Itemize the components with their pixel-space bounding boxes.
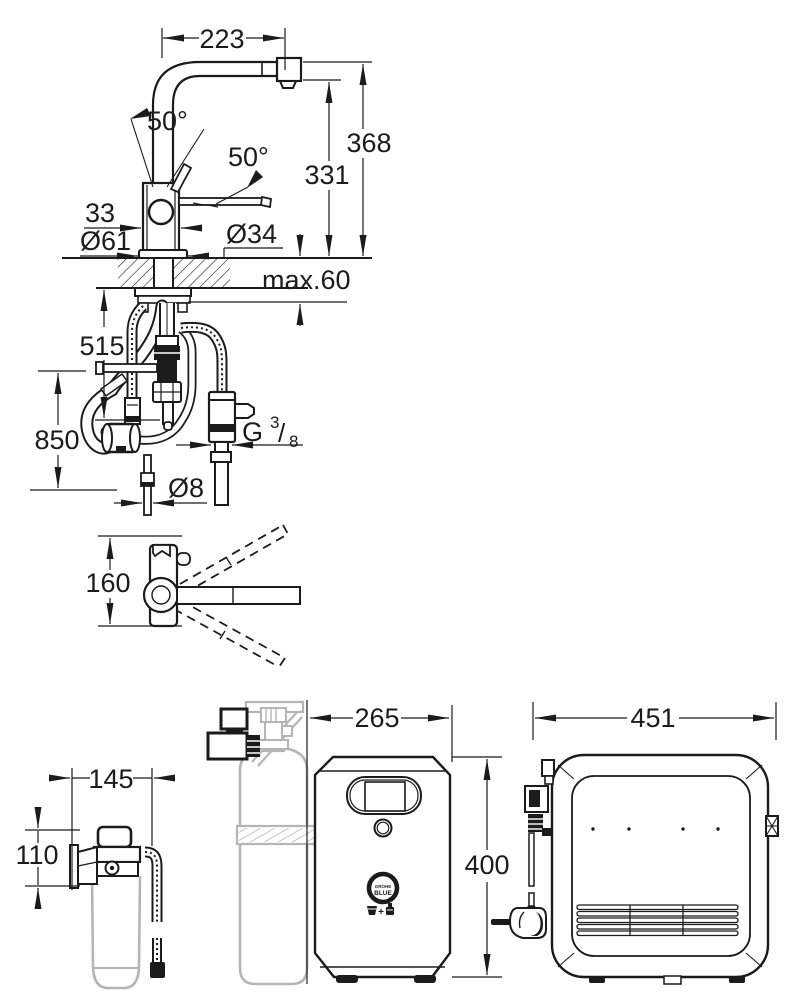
co2-bottle	[238, 745, 309, 986]
dim-deck-thickness: max.60	[262, 265, 351, 295]
co2-regulator-cap	[219, 707, 249, 731]
dim-hose-length-a: 515	[79, 331, 124, 361]
filter-cartridge	[90, 875, 142, 990]
lever-pivot	[147, 198, 175, 226]
filter-head	[92, 845, 142, 864]
shank	[153, 257, 174, 289]
badge-product-text: BLUE	[374, 890, 392, 897]
cooler-side-outline	[550, 753, 770, 979]
dim-tube-diameter: Ø8	[168, 473, 204, 503]
dim-base-diameter: Ø61	[80, 226, 131, 256]
lever-tilted-position	[169, 162, 193, 194]
bottom-clip	[663, 975, 682, 985]
cooler-foot	[589, 976, 605, 983]
filter-head-cap	[96, 825, 133, 849]
dim-thread-size: G 3 / 8	[242, 404, 298, 451]
dim-cooler-height: 400	[464, 850, 509, 880]
dim-spout-height: 331	[304, 160, 349, 190]
dim-body-width: 33	[85, 198, 115, 228]
brand-badge: GROHE BLUE	[366, 871, 400, 905]
valve-side-port	[234, 403, 255, 419]
plus-sign: +	[378, 907, 384, 918]
still-water-icon	[367, 906, 377, 915]
faucet-swivel-view	[98, 524, 301, 668]
spray-head	[275, 56, 303, 83]
dimension-annotations: 223 368 331 50° 50° 33 Ø61 Ø34 max.6	[15, 24, 777, 984]
dim-total-height: 368	[346, 128, 391, 158]
wall-bracket	[69, 844, 79, 889]
cooler-front-view: GROHE BLUE +	[313, 755, 452, 983]
plug-prong	[491, 919, 511, 925]
cooler-front-outline	[313, 755, 452, 979]
dim-filter-height: 110	[15, 840, 58, 870]
filter-assembly	[69, 825, 165, 990]
dim-filter-width: 145	[88, 764, 133, 794]
co2-regulator	[206, 731, 249, 761]
vent-grille	[576, 904, 739, 937]
dim-hose-length-b: 850	[34, 425, 79, 455]
spout-stub	[176, 552, 191, 566]
water-type-icons: +	[367, 903, 394, 918]
escutcheon	[138, 249, 188, 259]
collar-band	[239, 828, 315, 842]
sparkling-water-icon	[386, 907, 394, 915]
mounting-clip	[152, 544, 171, 558]
dim-cooler-width: 265	[354, 703, 399, 733]
co2-bottle-assembly	[206, 700, 319, 986]
aerator-outlet	[278, 80, 298, 89]
dim-swivel-height: 160	[85, 568, 130, 598]
dim-angle-left: 50°	[147, 106, 188, 136]
dim-spout-reach: 223	[199, 24, 244, 54]
cooler-side-view	[491, 753, 779, 985]
lever-top-view	[176, 586, 301, 605]
dim-angle-right: 50°	[228, 142, 269, 172]
check-valve	[155, 335, 179, 347]
under-sink-hose-assembly	[80, 299, 255, 516]
badge-brand-text: GROHE	[375, 884, 392, 889]
cooler-foot	[729, 976, 745, 983]
power-cable-and-plug	[491, 759, 555, 939]
power-plug	[508, 907, 547, 939]
faucet-front-view	[62, 56, 372, 313]
cooler-foot	[414, 975, 436, 983]
dim-cooler-depth: 451	[630, 703, 675, 733]
mounting-flange	[134, 287, 192, 297]
cooler-foot	[336, 975, 358, 983]
dim-shank-diameter: Ø34	[226, 219, 277, 249]
